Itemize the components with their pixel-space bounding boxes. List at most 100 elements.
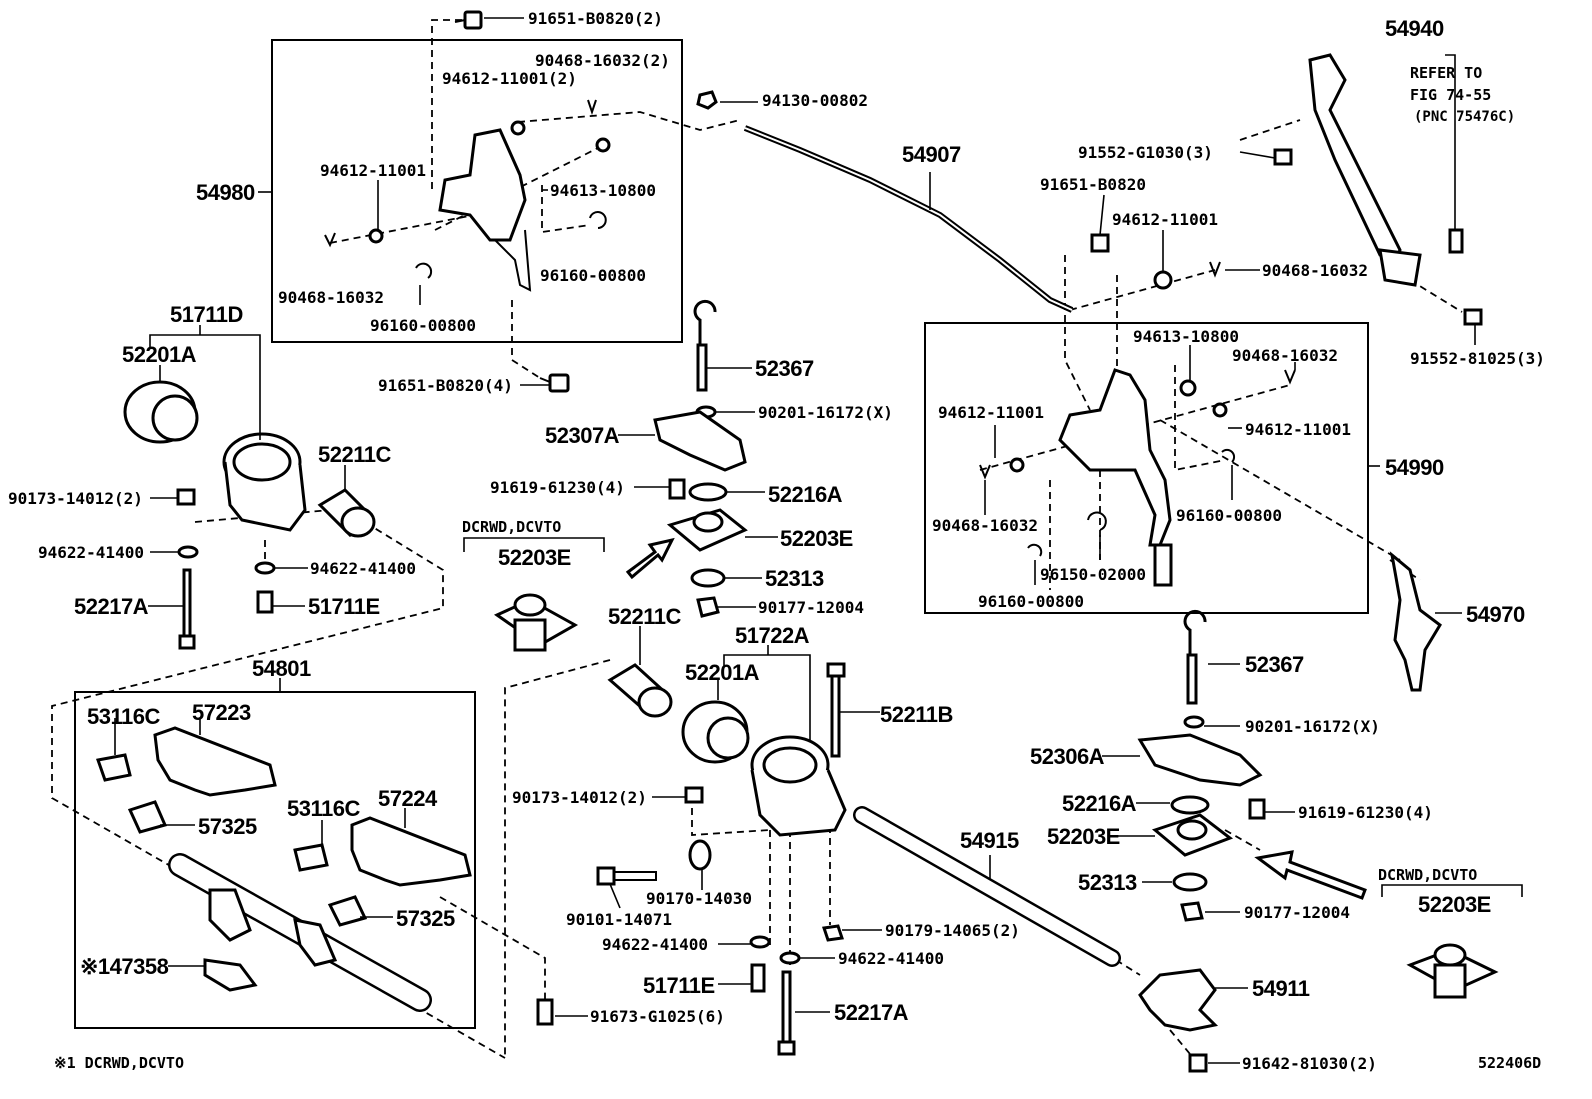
washer-icon xyxy=(1153,270,1173,290)
label-96160-00800: 96160-00800 xyxy=(370,316,476,335)
bolt-icon xyxy=(454,10,483,30)
bracket-52307A xyxy=(653,410,747,472)
label-90468-16032: 90468-16032 xyxy=(278,288,384,307)
washer-icon xyxy=(779,951,801,965)
bolt-icon xyxy=(1248,798,1266,820)
nut-icon xyxy=(822,924,844,942)
label-147358: ※147358 xyxy=(80,954,169,979)
bushing-52211C xyxy=(317,488,376,538)
label-54801: 54801 xyxy=(252,656,311,681)
label-54915: 54915 xyxy=(960,828,1019,853)
label-57325: 57325 xyxy=(396,906,455,931)
label-52211B: 52211B xyxy=(880,702,953,727)
bracket-54911 xyxy=(1138,968,1219,1032)
mount-52203E xyxy=(493,593,579,652)
label-51711E: 51711E xyxy=(643,973,715,998)
label-54990: 54990 xyxy=(1385,455,1444,480)
nut-icon xyxy=(684,786,704,804)
mount-52203E xyxy=(666,508,748,552)
leader-lines xyxy=(114,17,1523,1064)
bolt-icon xyxy=(256,590,274,614)
lever-bracket-54990 xyxy=(979,368,1296,587)
label-90173-14012-2: 90173-14012(2) xyxy=(512,788,647,807)
bolt-icon xyxy=(1188,1053,1208,1073)
washer-icon xyxy=(177,545,199,559)
label-94612-11001: 94612-11001 xyxy=(320,161,426,180)
label-91619-61230-4: 91619-61230(4) xyxy=(490,478,625,497)
label-91552-81025-3: 91552-81025(3) xyxy=(1410,349,1545,368)
washer-icon xyxy=(254,561,276,575)
bracket-57224 xyxy=(350,816,472,887)
label-52211C: 52211C xyxy=(608,604,681,629)
nut-icon xyxy=(1180,901,1204,922)
dashed-reference-lines xyxy=(51,19,1463,1061)
label-dcrwd-dcvto: DCRWD,DCVTO xyxy=(1378,866,1477,884)
bracket-54970 xyxy=(1389,551,1442,692)
label-54907: 54907 xyxy=(902,142,961,167)
bolt-icon xyxy=(750,963,766,993)
label-90468-16032: 90468-16032 xyxy=(932,516,1038,535)
label-52367: 52367 xyxy=(1245,652,1304,677)
bolt-icon xyxy=(536,998,554,1026)
mount-52203E xyxy=(1406,943,1499,999)
label-54970: 54970 xyxy=(1466,602,1525,627)
label-94612-11001: 94612-11001 xyxy=(938,403,1044,422)
bolt-icon xyxy=(1273,148,1293,166)
label-96160-00800: 96160-00800 xyxy=(978,592,1084,611)
label-52203E: 52203E xyxy=(498,545,571,570)
label-51711D: 51711D xyxy=(170,302,243,327)
label-91619-61230-4: 91619-61230(4) xyxy=(1298,803,1433,822)
bolt-icon xyxy=(1463,308,1483,326)
bushing-52201A xyxy=(681,700,750,764)
washer-icon xyxy=(1170,795,1210,815)
label-90173-14012-2: 90173-14012(2) xyxy=(8,489,143,508)
label-90170-14030: 90170-14030 xyxy=(646,889,752,908)
label-90201-16172-X: 90201-16172(X) xyxy=(758,403,893,422)
label-52211C: 52211C xyxy=(318,442,391,467)
label-96150-02000: 96150-02000 xyxy=(1040,565,1146,584)
clip-icon xyxy=(1209,261,1221,278)
part-shapes xyxy=(96,10,1499,1073)
nut-icon xyxy=(176,488,196,506)
hook-bolt-52367 xyxy=(1183,609,1207,705)
label-52367: 52367 xyxy=(755,356,814,381)
mount-51722A xyxy=(750,735,847,837)
label-refer-to: REFER TO xyxy=(1410,64,1482,82)
label-91673-G1025-6: 91673-G1025(6) xyxy=(590,1007,725,1026)
label-96160-00800: 96160-00800 xyxy=(1176,506,1282,525)
arrow-icon xyxy=(625,537,675,580)
assembly-box-54990 xyxy=(924,322,1369,614)
shift-shaft-54801 xyxy=(168,853,432,1012)
label-53116C: 53116C xyxy=(287,796,360,821)
bolt-icon xyxy=(539,373,570,393)
label-52313: 52313 xyxy=(765,566,824,591)
label-91642-81030-2: 91642-81030(2) xyxy=(1242,1054,1377,1073)
clip-53116C xyxy=(293,843,329,872)
long-bolt-52217A xyxy=(178,568,196,650)
label-52217A: 52217A xyxy=(74,594,149,619)
label-52216A: 52216A xyxy=(1062,791,1137,816)
clip-53116C xyxy=(96,753,132,782)
washer-icon xyxy=(1172,872,1208,892)
label-91552-G1030-3: 91552-G1030(3) xyxy=(1078,143,1213,162)
shift-lever-54940 xyxy=(1308,53,1464,287)
bolt-icon xyxy=(596,866,657,886)
label-90201-16172-X: 90201-16172(X) xyxy=(1245,717,1380,736)
label-94622-41400: 94622-41400 xyxy=(310,559,416,578)
label-90468-16032: 90468-16032 xyxy=(1262,261,1368,280)
label-90101-14071: 90101-14071 xyxy=(566,910,672,929)
label-94613-10800: 94613-10800 xyxy=(1133,327,1239,346)
figure-number: 522406D xyxy=(1478,1054,1541,1072)
label-94622-41400: 94622-41400 xyxy=(38,543,144,562)
label-dcrwd-dcvto: DCRWD,DCVTO xyxy=(462,518,561,536)
label-94612-11001-2: 94612-11001(2) xyxy=(442,69,577,88)
assembly-box-54801 xyxy=(74,691,476,1029)
label-94130-00802: 94130-00802 xyxy=(762,91,868,110)
label-91651-B0820-2: 91651-B0820(2) xyxy=(528,9,663,28)
washer-icon xyxy=(749,935,771,949)
assembly-box-54980 xyxy=(271,39,683,343)
nut-icon xyxy=(696,90,718,110)
label-90177-12004: 90177-12004 xyxy=(758,598,864,617)
